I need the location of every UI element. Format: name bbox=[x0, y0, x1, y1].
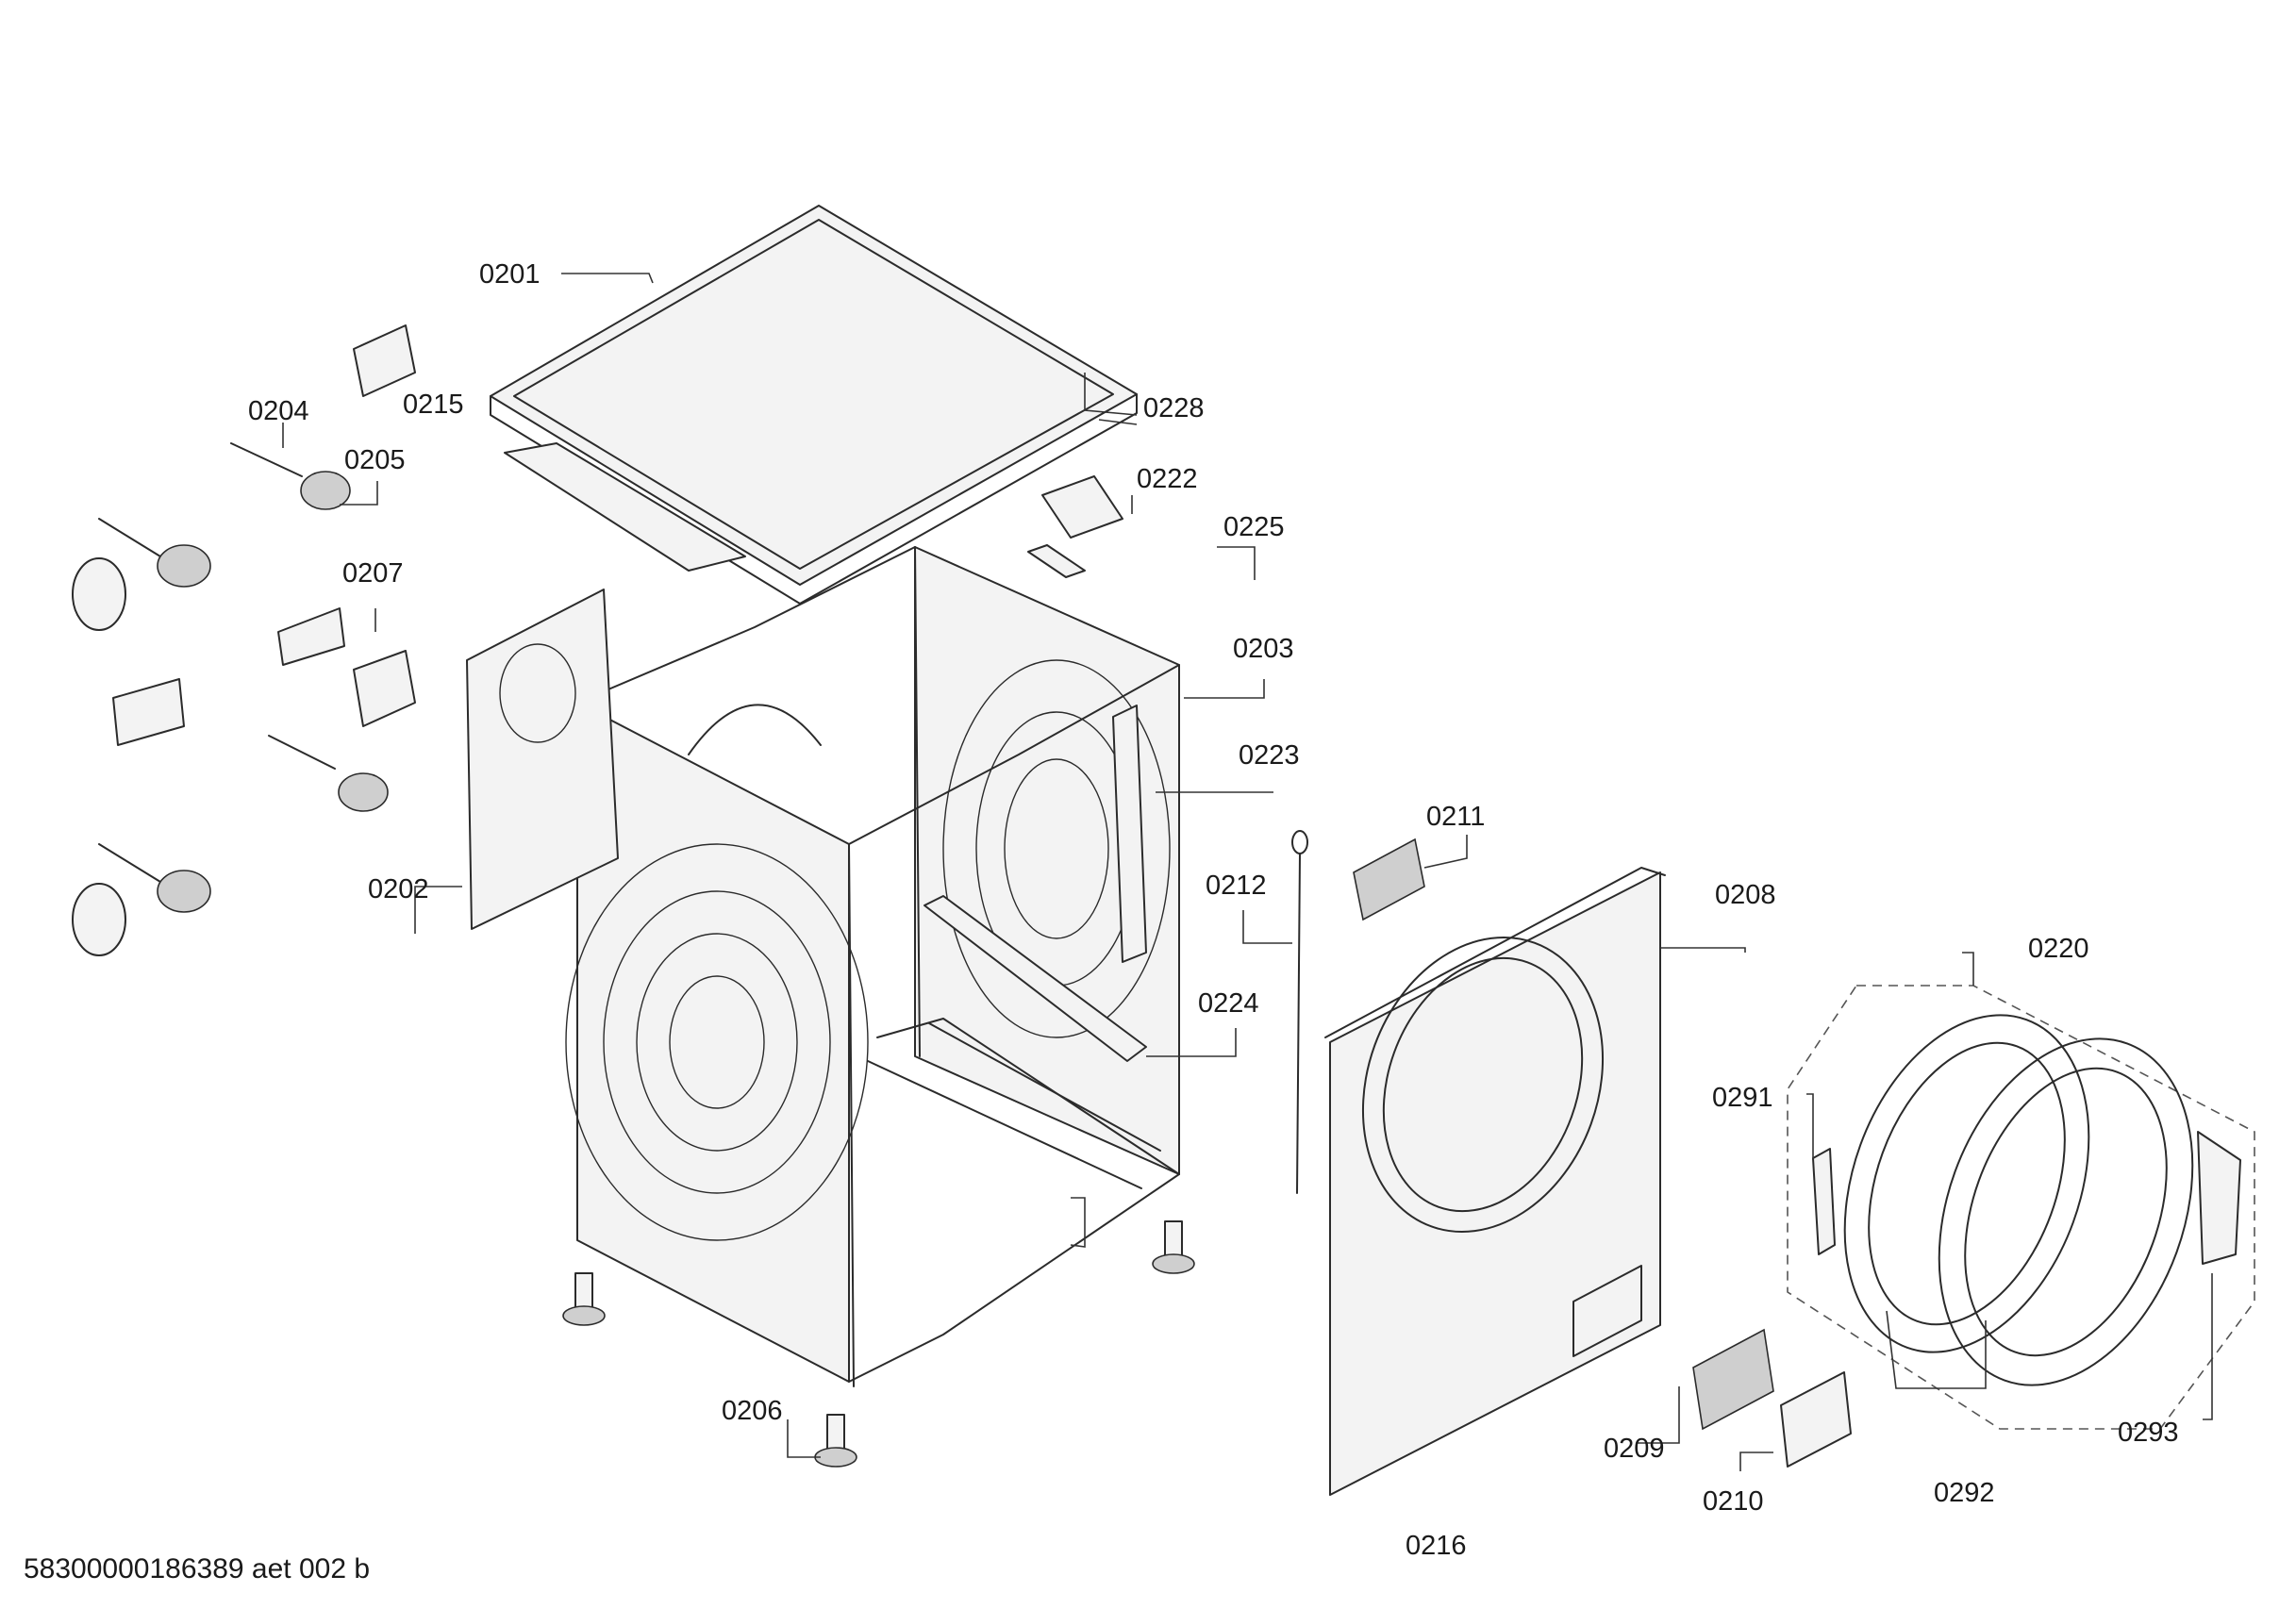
drawing-id: 58300000186389 aet 002 b bbox=[24, 1553, 370, 1584]
door-lock-part bbox=[1692, 1328, 1774, 1431]
callout-0210: 0210 bbox=[1703, 1486, 1764, 1517]
callout-0215: 0215 bbox=[403, 390, 464, 420]
electronics-module-part bbox=[1353, 838, 1425, 921]
transport-bolts-and-clips bbox=[72, 324, 416, 956]
cabinet-housing bbox=[565, 546, 1180, 1387]
top-cover-part bbox=[490, 205, 1138, 605]
callout-0207: 0207 bbox=[342, 558, 404, 589]
callout-0292: 0292 bbox=[1934, 1478, 1995, 1508]
callout-0208: 0208 bbox=[1715, 880, 1776, 910]
cover-strip-part bbox=[504, 442, 746, 572]
callout-0203: 0203 bbox=[1233, 634, 1294, 664]
door-assembly-boundary bbox=[1787, 985, 2255, 1430]
callout-0228: 0228 bbox=[1143, 393, 1205, 423]
door-handle-part bbox=[2197, 1131, 2241, 1265]
callout-0205: 0205 bbox=[344, 445, 406, 475]
rail-part-0224 bbox=[923, 895, 1147, 1062]
callout-0209: 0209 bbox=[1604, 1434, 1665, 1464]
rear-panel-part bbox=[466, 589, 619, 930]
leader-lines bbox=[282, 273, 2213, 1471]
callout-0225: 0225 bbox=[1223, 512, 1285, 542]
lock-cover-part bbox=[1780, 1371, 1852, 1468]
callout-0202: 0202 bbox=[368, 874, 429, 904]
callout-0220: 0220 bbox=[2028, 934, 2089, 964]
callout-0224: 0224 bbox=[1198, 988, 1259, 1019]
callout-0204: 0204 bbox=[248, 396, 309, 426]
adjustable-feet bbox=[562, 1220, 1195, 1468]
callout-0223: 0223 bbox=[1239, 740, 1300, 771]
door-ring-part bbox=[1843, 1014, 2090, 1353]
callout-0293: 0293 bbox=[2118, 1418, 2179, 1448]
rod-part bbox=[1291, 830, 1308, 1194]
door-hinge-part bbox=[1812, 1148, 1836, 1255]
callout-0201: 0201 bbox=[479, 259, 541, 290]
callout-0206: 0206 bbox=[722, 1396, 783, 1426]
callout-0291: 0291 bbox=[1712, 1083, 1773, 1113]
door-frame-part bbox=[1938, 1037, 2194, 1386]
front-panel-part bbox=[1324, 867, 1666, 1496]
callout-0212: 0212 bbox=[1206, 871, 1267, 901]
strip-part-0225 bbox=[1027, 544, 1086, 578]
bracket-part-0222 bbox=[1041, 475, 1123, 539]
callout-0211: 0211 bbox=[1426, 802, 1485, 832]
callout-labels: 0201 0202 0203 0204 0205 0206 0207 0208 … bbox=[248, 259, 2179, 1561]
rail-part-0223 bbox=[1112, 705, 1147, 963]
callout-0216: 0216 bbox=[1406, 1531, 1467, 1561]
callout-0222: 0222 bbox=[1137, 464, 1198, 494]
